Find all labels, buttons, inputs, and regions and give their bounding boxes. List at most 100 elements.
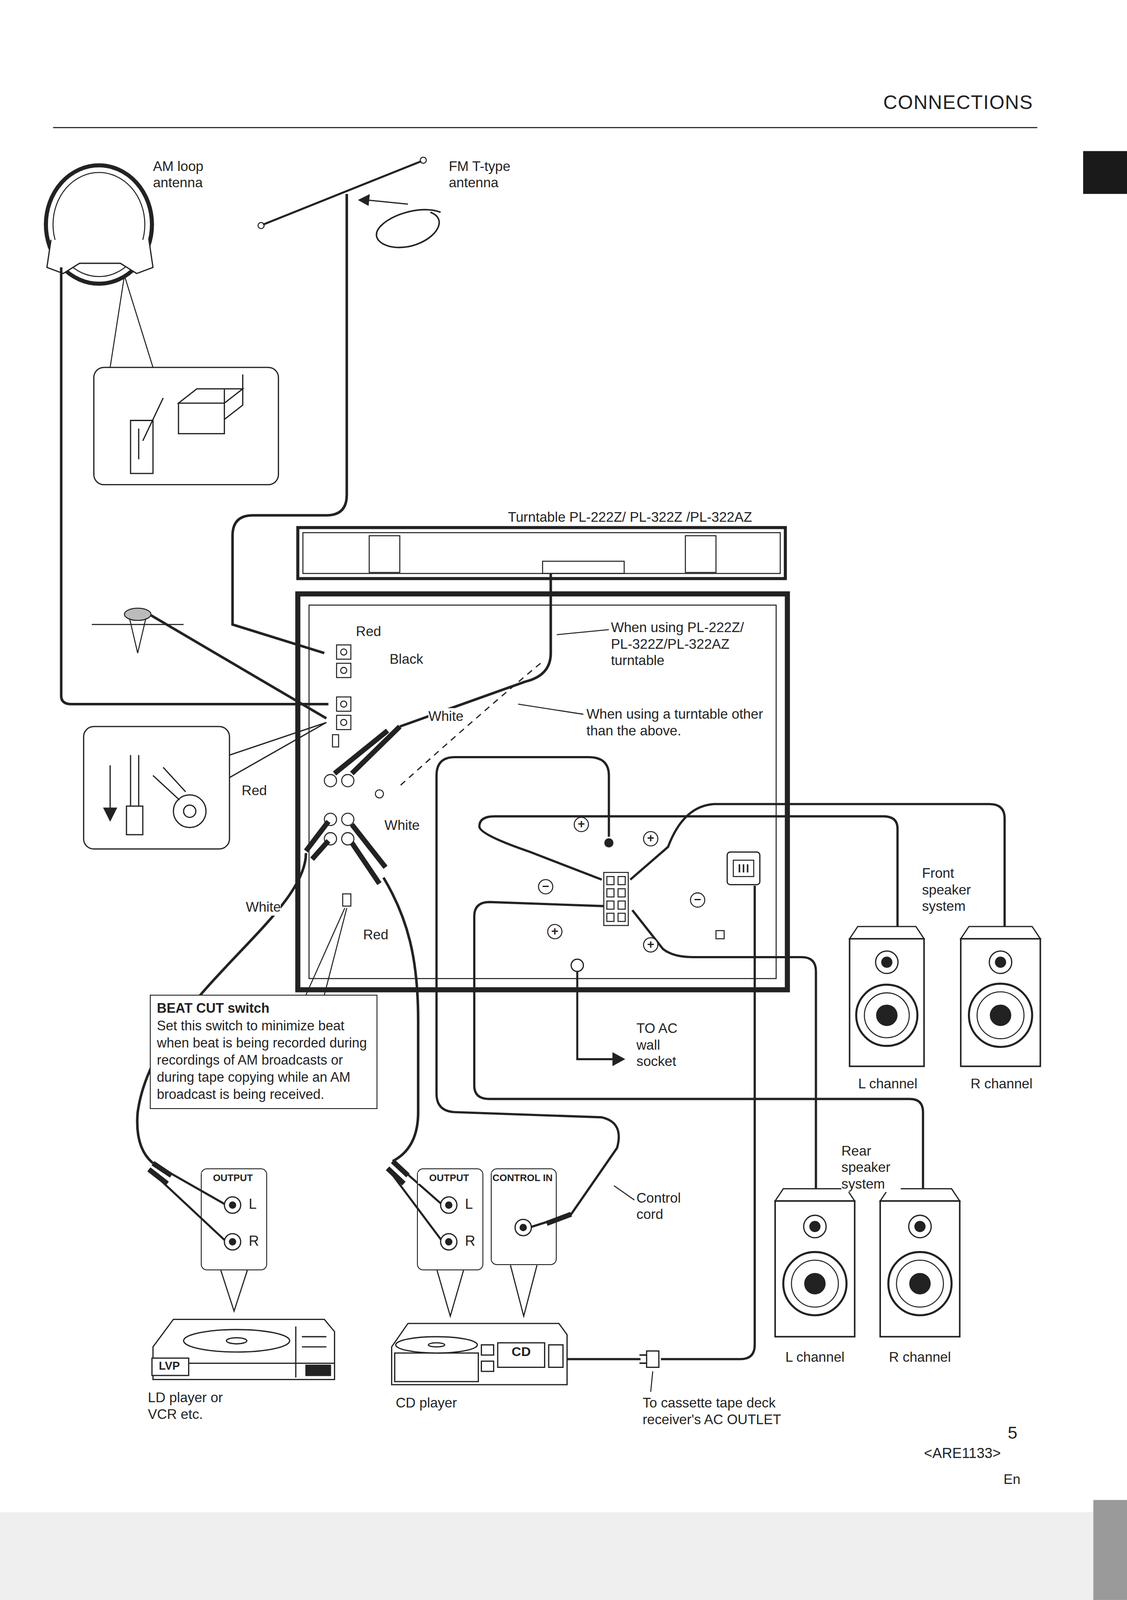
receiver-rear-panel: [336, 714, 351, 729]
front-right-speaker: [977, 991, 1025, 1039]
label-text: To cassette tape deck receiver's AC OUTL…: [642, 1394, 821, 1428]
speaker-wire: [479, 815, 898, 927]
fm-t-antenna: [420, 157, 427, 164]
jack-symbol: [224, 1196, 532, 1250]
turntable: [334, 726, 400, 774]
jack-symbol: [445, 1201, 452, 1208]
jack-symbol: [440, 1196, 457, 1213]
speaker-terminals: [618, 888, 626, 897]
node-text: LVP: [152, 1358, 186, 1373]
rear-left-speaker: [775, 1188, 855, 1337]
node-text: R: [248, 1232, 264, 1250]
turntable: [297, 527, 786, 788]
label-text: Rear speaker system: [841, 1142, 901, 1193]
thumb-tab: [1083, 151, 1127, 194]
cd-player-illustration: [395, 1336, 478, 1353]
receiver-rear-panel: [340, 719, 347, 726]
rear-right-speaker: [880, 1188, 960, 1337]
speaker-wire: [630, 803, 1005, 927]
cd-player-illustration: [391, 1322, 567, 1385]
receiver-rear-panel: [605, 838, 614, 847]
front-right-speaker: [995, 956, 1006, 967]
receiver-rear-panel: [716, 930, 725, 939]
label-text: <ARE1133>: [924, 1444, 1001, 1462]
node-text: L channel: [844, 1075, 932, 1092]
turntable: [397, 663, 541, 788]
note-heading: BEAT CUT switch: [156, 999, 371, 1017]
ld-player-illustration: [183, 1329, 290, 1352]
fm-t-antenna: [358, 194, 370, 205]
rear-right-speaker: [914, 1221, 925, 1232]
cd-player-illustration: [481, 1344, 494, 1355]
rear-right-speaker: [909, 1272, 931, 1294]
label-text: Red: [362, 926, 388, 943]
front-right-speaker: [960, 926, 1041, 1066]
node-text: R channel: [956, 1075, 1047, 1092]
ld-player: LVPLD player or VCR etc.: [142, 1310, 342, 1432]
turntable: [518, 703, 584, 714]
receiver-rear-panel: [340, 666, 347, 674]
control-cord: [436, 757, 635, 1228]
fm-t-antenna: [376, 209, 441, 248]
rear-left-speaker: [791, 1259, 839, 1307]
cd-player: CDCD player: [387, 1315, 577, 1418]
speaker-terminals: [618, 876, 626, 885]
receiver-rear-panel: [305, 907, 347, 995]
av-cable: [383, 876, 419, 1161]
turntable: [297, 527, 786, 579]
ground-screw: [124, 608, 151, 621]
terminal-inset: [152, 767, 186, 800]
callout-pointer: [510, 1264, 537, 1316]
label-text: Control cord: [636, 1189, 698, 1223]
front-right-speaker: [990, 1004, 1011, 1026]
receiver-rear-panel: [336, 644, 351, 659]
jack-symbol: [224, 1233, 241, 1250]
power-cord: [571, 958, 625, 1065]
jack-symbol: [224, 1196, 241, 1213]
label-text: AM loop antenna: [152, 158, 217, 192]
ld-player-illustration: [305, 1364, 331, 1375]
av-cable: [148, 1162, 172, 1183]
speaker-wire: [632, 909, 816, 1189]
jack-symbol: [440, 1233, 457, 1250]
polarity-circle: [538, 816, 705, 952]
polarity-sign: +: [642, 829, 659, 846]
label-text: White: [384, 816, 420, 834]
node-text: L: [464, 1195, 480, 1213]
rear-right-speaker: [888, 1251, 952, 1315]
fm-t-antenna: [232, 193, 347, 653]
ground-screw: [91, 608, 327, 719]
av-cable: [351, 824, 386, 884]
receiver-rear-panel: [336, 696, 351, 711]
front-right-speaker: [968, 983, 1033, 1047]
turntable: [302, 532, 780, 574]
ac-outlet: [646, 1350, 660, 1367]
terminal-inset: [173, 794, 207, 827]
page-rule: [53, 126, 1038, 128]
label-text: Red: [241, 782, 267, 799]
receiver-rear-panel: [341, 812, 355, 826]
scan-edge: [0, 1499, 1127, 1599]
front-left-speaker: [856, 984, 918, 1046]
speaker-terminals: [618, 913, 626, 922]
receiver-rear-panel: [332, 734, 339, 747]
note-box: BEAT CUT switchSet this switch to minimi…: [149, 994, 378, 1109]
terminal-inset: [126, 805, 143, 835]
scan-edge: [1093, 1499, 1127, 1599]
power-cord: [577, 971, 616, 1059]
av-cable: [137, 821, 443, 1242]
label-text: FM T-type antenna: [448, 158, 531, 192]
am-loop-antenna: [94, 367, 279, 485]
front-right-speaker: [960, 938, 1041, 1066]
label-text: En: [1003, 1470, 1021, 1488]
speaker-terminals: [603, 872, 629, 926]
speaker-terminals: [606, 888, 614, 897]
node-text: CD player: [395, 1394, 519, 1411]
control-panel: CONTROL IN: [490, 1167, 558, 1265]
speaker-terminals: [606, 876, 614, 885]
label-text: Red: [355, 623, 381, 640]
rear-left-speaker: [809, 1221, 820, 1232]
ld-player-illustration: [152, 1357, 189, 1375]
front-left-speaker: [864, 992, 910, 1038]
